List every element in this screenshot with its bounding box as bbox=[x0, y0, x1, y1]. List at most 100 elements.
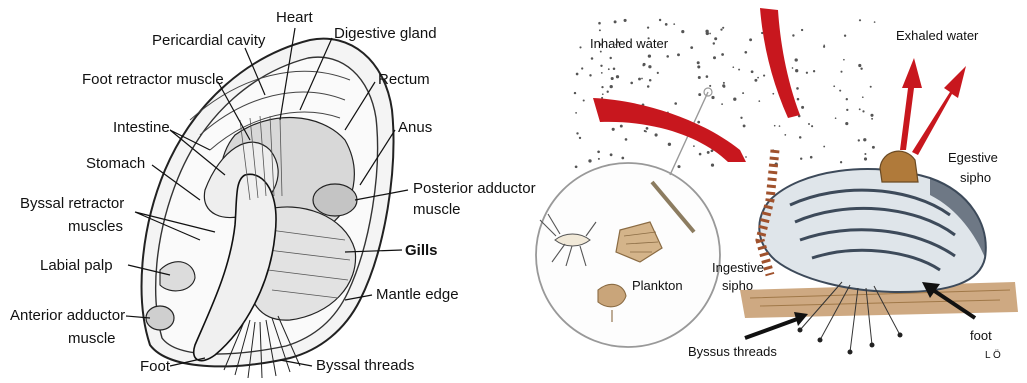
water-particle bbox=[846, 98, 848, 100]
mussel-anatomy-diagram: Heart Pericardial cavity Digestive gland… bbox=[10, 9, 536, 378]
water-particle bbox=[840, 71, 842, 73]
water-particle bbox=[839, 90, 841, 92]
water-particle bbox=[738, 69, 740, 71]
water-particle bbox=[673, 23, 675, 25]
label-inhaled-water: Inhaled water bbox=[590, 36, 669, 51]
label-intestine: Intestine bbox=[113, 119, 170, 136]
label-anterior-adductor-2: muscle bbox=[68, 330, 116, 347]
water-particle bbox=[677, 53, 680, 56]
water-particle bbox=[649, 79, 652, 82]
water-particle bbox=[659, 19, 661, 21]
water-particle bbox=[742, 92, 744, 94]
water-particle bbox=[745, 156, 747, 158]
water-particle bbox=[697, 121, 700, 124]
label-byssal-retractor-1: Byssal retractor bbox=[20, 195, 124, 212]
water-particle bbox=[721, 103, 723, 105]
water-particle bbox=[600, 65, 602, 67]
water-particle bbox=[647, 85, 650, 88]
water-particle bbox=[713, 42, 715, 44]
water-particle bbox=[620, 125, 623, 128]
water-particle bbox=[714, 37, 717, 40]
water-particle bbox=[699, 153, 702, 156]
water-particle bbox=[711, 164, 714, 167]
water-particle bbox=[721, 53, 724, 56]
water-particle bbox=[648, 54, 651, 57]
water-particle bbox=[711, 96, 714, 99]
water-particle bbox=[835, 117, 837, 119]
water-particle bbox=[681, 30, 684, 33]
anterior-adductor-shape bbox=[146, 306, 174, 330]
water-particle bbox=[612, 128, 615, 131]
water-particle bbox=[697, 61, 700, 64]
water-particle bbox=[630, 82, 633, 85]
label-foot-right: foot bbox=[970, 328, 992, 343]
water-particle bbox=[784, 134, 786, 136]
water-particle bbox=[722, 27, 724, 29]
label-labial-palp: Labial palp bbox=[40, 257, 113, 274]
water-particle bbox=[575, 165, 578, 168]
label-ingestive-1: Ingestive bbox=[712, 260, 764, 275]
water-particle bbox=[732, 66, 734, 68]
water-particle bbox=[598, 158, 600, 160]
water-particle bbox=[638, 78, 641, 81]
water-particle bbox=[813, 70, 815, 72]
water-particle bbox=[795, 58, 798, 61]
water-particle bbox=[608, 68, 610, 70]
water-particle bbox=[720, 28, 722, 30]
signature: L Ö bbox=[985, 349, 1001, 361]
water-particle bbox=[625, 138, 628, 141]
water-particle bbox=[697, 65, 700, 68]
label-digestive-gland: Digestive gland bbox=[334, 25, 437, 42]
water-particle bbox=[677, 165, 680, 168]
water-particle bbox=[693, 145, 695, 147]
water-particle bbox=[792, 67, 794, 69]
label-plankton: Plankton bbox=[632, 278, 683, 293]
filter-feeding-diagram: Inhaled water Exhaled water Egestive sip… bbox=[536, 8, 1018, 361]
water-particle bbox=[601, 72, 603, 74]
exhaled-water-arrow-1 bbox=[900, 58, 922, 150]
water-particle bbox=[870, 86, 872, 88]
water-particle bbox=[858, 64, 861, 67]
water-particle bbox=[599, 29, 601, 31]
inhaled-water-arrow-2 bbox=[760, 8, 800, 118]
water-particle bbox=[666, 55, 669, 58]
water-particle bbox=[862, 96, 864, 98]
labial-palp-shape bbox=[160, 262, 195, 291]
label-exhaled-water: Exhaled water bbox=[896, 28, 979, 43]
water-particle bbox=[723, 82, 725, 84]
water-particle bbox=[709, 85, 711, 87]
water-particle bbox=[799, 136, 802, 139]
water-particle bbox=[797, 98, 800, 101]
water-particle bbox=[858, 139, 860, 141]
label-posterior-adductor-1: Posterior adductor bbox=[413, 180, 536, 197]
water-particle bbox=[657, 72, 659, 74]
water-particle bbox=[864, 157, 867, 160]
water-particle bbox=[591, 57, 594, 60]
water-particle bbox=[779, 125, 781, 127]
inhaled-water-arrow-1 bbox=[593, 98, 746, 162]
water-particle bbox=[806, 72, 808, 74]
water-particle bbox=[757, 77, 759, 79]
label-anterior-adductor-1: Anterior adductor bbox=[10, 307, 125, 324]
water-particle bbox=[862, 110, 864, 112]
label-foot: Foot bbox=[140, 358, 171, 375]
water-particle bbox=[614, 20, 617, 23]
water-particle bbox=[616, 75, 619, 78]
water-particle bbox=[611, 77, 614, 80]
water-particle bbox=[843, 59, 845, 61]
water-particle bbox=[610, 85, 613, 88]
water-particle bbox=[583, 99, 585, 101]
water-particle bbox=[601, 86, 603, 88]
label-pericardial-cavity: Pericardial cavity bbox=[152, 32, 266, 49]
label-byssal-threads: Byssal threads bbox=[316, 357, 414, 374]
label-egestive-1: Egestive bbox=[948, 150, 998, 165]
water-particle bbox=[579, 137, 581, 139]
label-heart: Heart bbox=[276, 9, 314, 26]
water-particle bbox=[607, 91, 609, 93]
label-ingestive-2: sipho bbox=[722, 278, 753, 293]
water-particle bbox=[823, 146, 825, 148]
water-particle bbox=[597, 150, 600, 153]
water-particle bbox=[713, 56, 716, 59]
label-foot-retractor-muscle: Foot retractor muscle bbox=[82, 71, 224, 88]
water-particle bbox=[872, 146, 875, 149]
